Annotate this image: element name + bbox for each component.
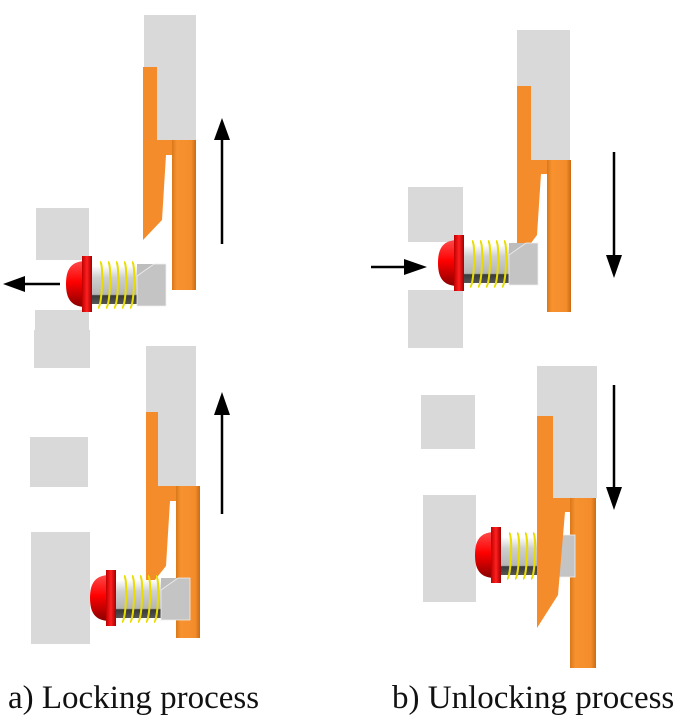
arrow-up-head-icon xyxy=(214,392,230,415)
latch-hook xyxy=(537,498,570,628)
housing-block-top xyxy=(34,330,90,368)
panel-a-bottom xyxy=(30,330,230,644)
housing-block-upper xyxy=(421,395,475,449)
panel-b-top xyxy=(371,30,622,348)
locking-pin xyxy=(89,569,191,627)
caption-locking-process: a) Locking process xyxy=(8,680,260,716)
arrow-down-head-icon xyxy=(606,487,622,510)
housing-block-bottom xyxy=(31,532,90,644)
locking-pin xyxy=(437,234,539,292)
caption-unlocking-process: b) Unlocking process xyxy=(392,680,675,716)
arrow-left-head-icon xyxy=(3,276,25,292)
housing-block-upper xyxy=(36,208,89,260)
panel-a-top xyxy=(3,15,230,368)
panel-b-bottom xyxy=(421,366,622,668)
arrow-up-head-icon xyxy=(214,118,230,140)
housing-block-lower xyxy=(408,290,463,348)
housing-block-middle xyxy=(30,437,88,487)
locking-pin xyxy=(65,255,167,313)
housing-block-upper xyxy=(408,187,463,242)
arrow-down-head-icon xyxy=(606,255,622,278)
latch-assembly xyxy=(143,15,196,290)
housing-block-lower xyxy=(423,495,476,602)
arrow-right-head-icon xyxy=(404,259,427,275)
locking-mechanism-diagram xyxy=(3,15,622,668)
